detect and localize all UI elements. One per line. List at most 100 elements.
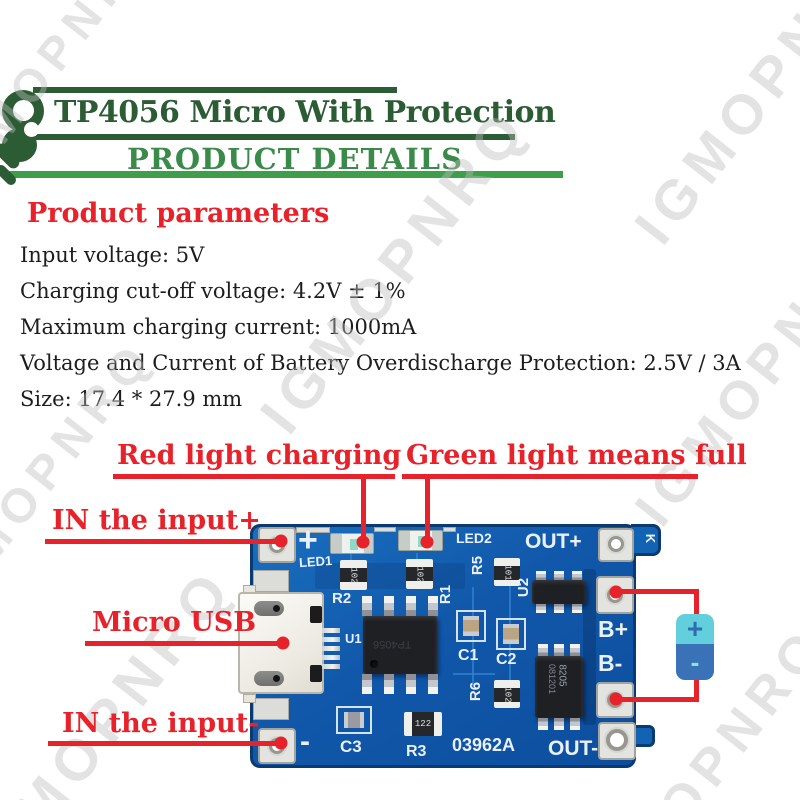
silk-out-minus: OUT-	[548, 737, 599, 760]
ic-pin	[406, 596, 416, 616]
trace	[350, 554, 352, 562]
green-light-underline	[402, 474, 698, 479]
parameters-heading: Product parameters	[27, 198, 330, 229]
parameters-list: Input voltage: 5V Charging cut-off voltag…	[20, 245, 741, 425]
parameter-line: Voltage and Current of Battery Overdisch…	[20, 351, 741, 375]
usb-mount-pad	[253, 698, 289, 720]
usb-slot-dot	[273, 605, 280, 612]
silk-out-plus: OUT+	[525, 530, 582, 553]
r3-code: 122	[414, 718, 432, 729]
ic-pin	[536, 571, 546, 580]
battery-icon: + -	[676, 614, 714, 680]
r1-code: 102	[414, 565, 425, 583]
annotation-input-minus: IN the input-	[62, 708, 260, 739]
resistor-r3: 122	[404, 712, 442, 736]
ic-pin	[572, 604, 582, 613]
r5-code: 101	[502, 563, 513, 581]
annotation-micro-usb: Micro USB	[92, 607, 257, 638]
pcb-tab-top-right	[631, 524, 661, 556]
tp4056-pins-bottom	[362, 674, 438, 694]
green-light-pointer-dot	[420, 535, 434, 549]
silk-c2-label: C2	[496, 651, 517, 668]
battery-plus-sign: +	[686, 614, 704, 644]
input-minus-pointer-dot	[274, 736, 288, 750]
usb-pin	[322, 637, 340, 642]
tp4056-marking: TP4056	[373, 638, 412, 650]
r6-code: 102	[502, 685, 513, 703]
8205-body: 8205 081201	[535, 656, 583, 718]
usb-shell-slot	[254, 601, 284, 616]
micro-usb-pointer-line	[85, 641, 283, 646]
dw01-pins-bottom	[536, 604, 582, 613]
watermark-text: IGMOPNRQ	[0, 554, 247, 800]
solder-strip	[296, 527, 330, 533]
input-plus-pointer-line	[45, 539, 281, 544]
ic-pin	[428, 674, 438, 694]
silk-r1-label: R1	[437, 584, 455, 605]
green-light-pointer-line	[425, 479, 430, 540]
ic-pin	[554, 718, 564, 730]
bminus-wire-vertical	[694, 676, 699, 702]
silk-r2-label: R2	[332, 590, 352, 607]
silk-c1-label: C1	[458, 647, 479, 664]
protection-chip-8205: 8205 081201	[535, 644, 583, 730]
ic-pin	[538, 644, 548, 656]
bminus-pointer-dot	[609, 692, 623, 706]
parameter-line: Input voltage: 5V	[20, 243, 205, 267]
8205-pins-top	[538, 644, 580, 656]
bminus-wire-horizontal	[614, 697, 699, 702]
resistor-r6: 102	[494, 680, 520, 708]
ic-pin	[554, 571, 564, 580]
section-subtitle: PRODUCT DETAILS	[127, 142, 464, 176]
usb-shell-tab	[243, 694, 256, 703]
ic-pin	[538, 718, 548, 730]
usb-mount-pad	[253, 570, 289, 592]
tp4056-pin1-dot	[370, 660, 378, 668]
ic-pin	[384, 674, 394, 694]
silk-u1-label: U1	[345, 631, 362, 646]
trace	[453, 673, 495, 675]
resistor-r5: 101	[494, 558, 520, 586]
ic-pin	[572, 571, 582, 580]
usb-pin	[322, 664, 340, 669]
silk-c3-label: C3	[340, 737, 362, 756]
red-light-pointer-line	[361, 479, 366, 540]
c1-silk-outline	[456, 610, 486, 642]
bplus-wire-horizontal	[614, 589, 699, 594]
ic-pin	[362, 596, 372, 616]
c2-silk-outline	[496, 618, 526, 650]
trace	[416, 553, 418, 561]
solder-strip	[443, 527, 456, 532]
tp4056-body: TP4056	[363, 616, 437, 674]
pcb-tab-bottom-right	[631, 725, 655, 747]
dw01-protection-ic	[532, 571, 586, 613]
usb-pin	[322, 646, 340, 651]
annotation-input-plus: IN the input+	[52, 505, 261, 536]
capacitor-c1	[463, 616, 479, 636]
silk-input-plus: +	[298, 521, 318, 559]
vine-leaf-notch	[24, 122, 39, 137]
red-light-underline	[113, 474, 395, 479]
usb-solder-clip	[310, 665, 322, 682]
parameter-line: Charging cut-off voltage: 4.2V ± 1%	[20, 279, 406, 303]
banner-top-line	[33, 87, 397, 93]
usb-solder-clip	[310, 606, 322, 623]
silk-b-minus: B-	[598, 650, 623, 676]
silk-b-plus: B+	[598, 616, 629, 642]
annotation-green-light: Green light means full	[406, 440, 747, 471]
8205-pins-bottom	[538, 718, 580, 730]
c3-silk-outline	[336, 706, 372, 734]
usb-slot-dot	[273, 675, 280, 682]
usb-shell-slot	[254, 671, 284, 686]
silk-r3-label: R3	[406, 743, 427, 760]
ic-pin	[570, 644, 580, 656]
trace	[472, 587, 474, 687]
input-minus-pointer-line	[48, 741, 281, 746]
8205-marking-2: 081201	[547, 663, 558, 695]
resistor-r1: 102	[406, 559, 433, 589]
tp4056-chip: TP4056	[352, 596, 448, 714]
pcb-dark-region	[583, 569, 596, 725]
silk-r6-label: R6	[467, 681, 485, 702]
8205-marking-1: 8205	[556, 664, 568, 687]
